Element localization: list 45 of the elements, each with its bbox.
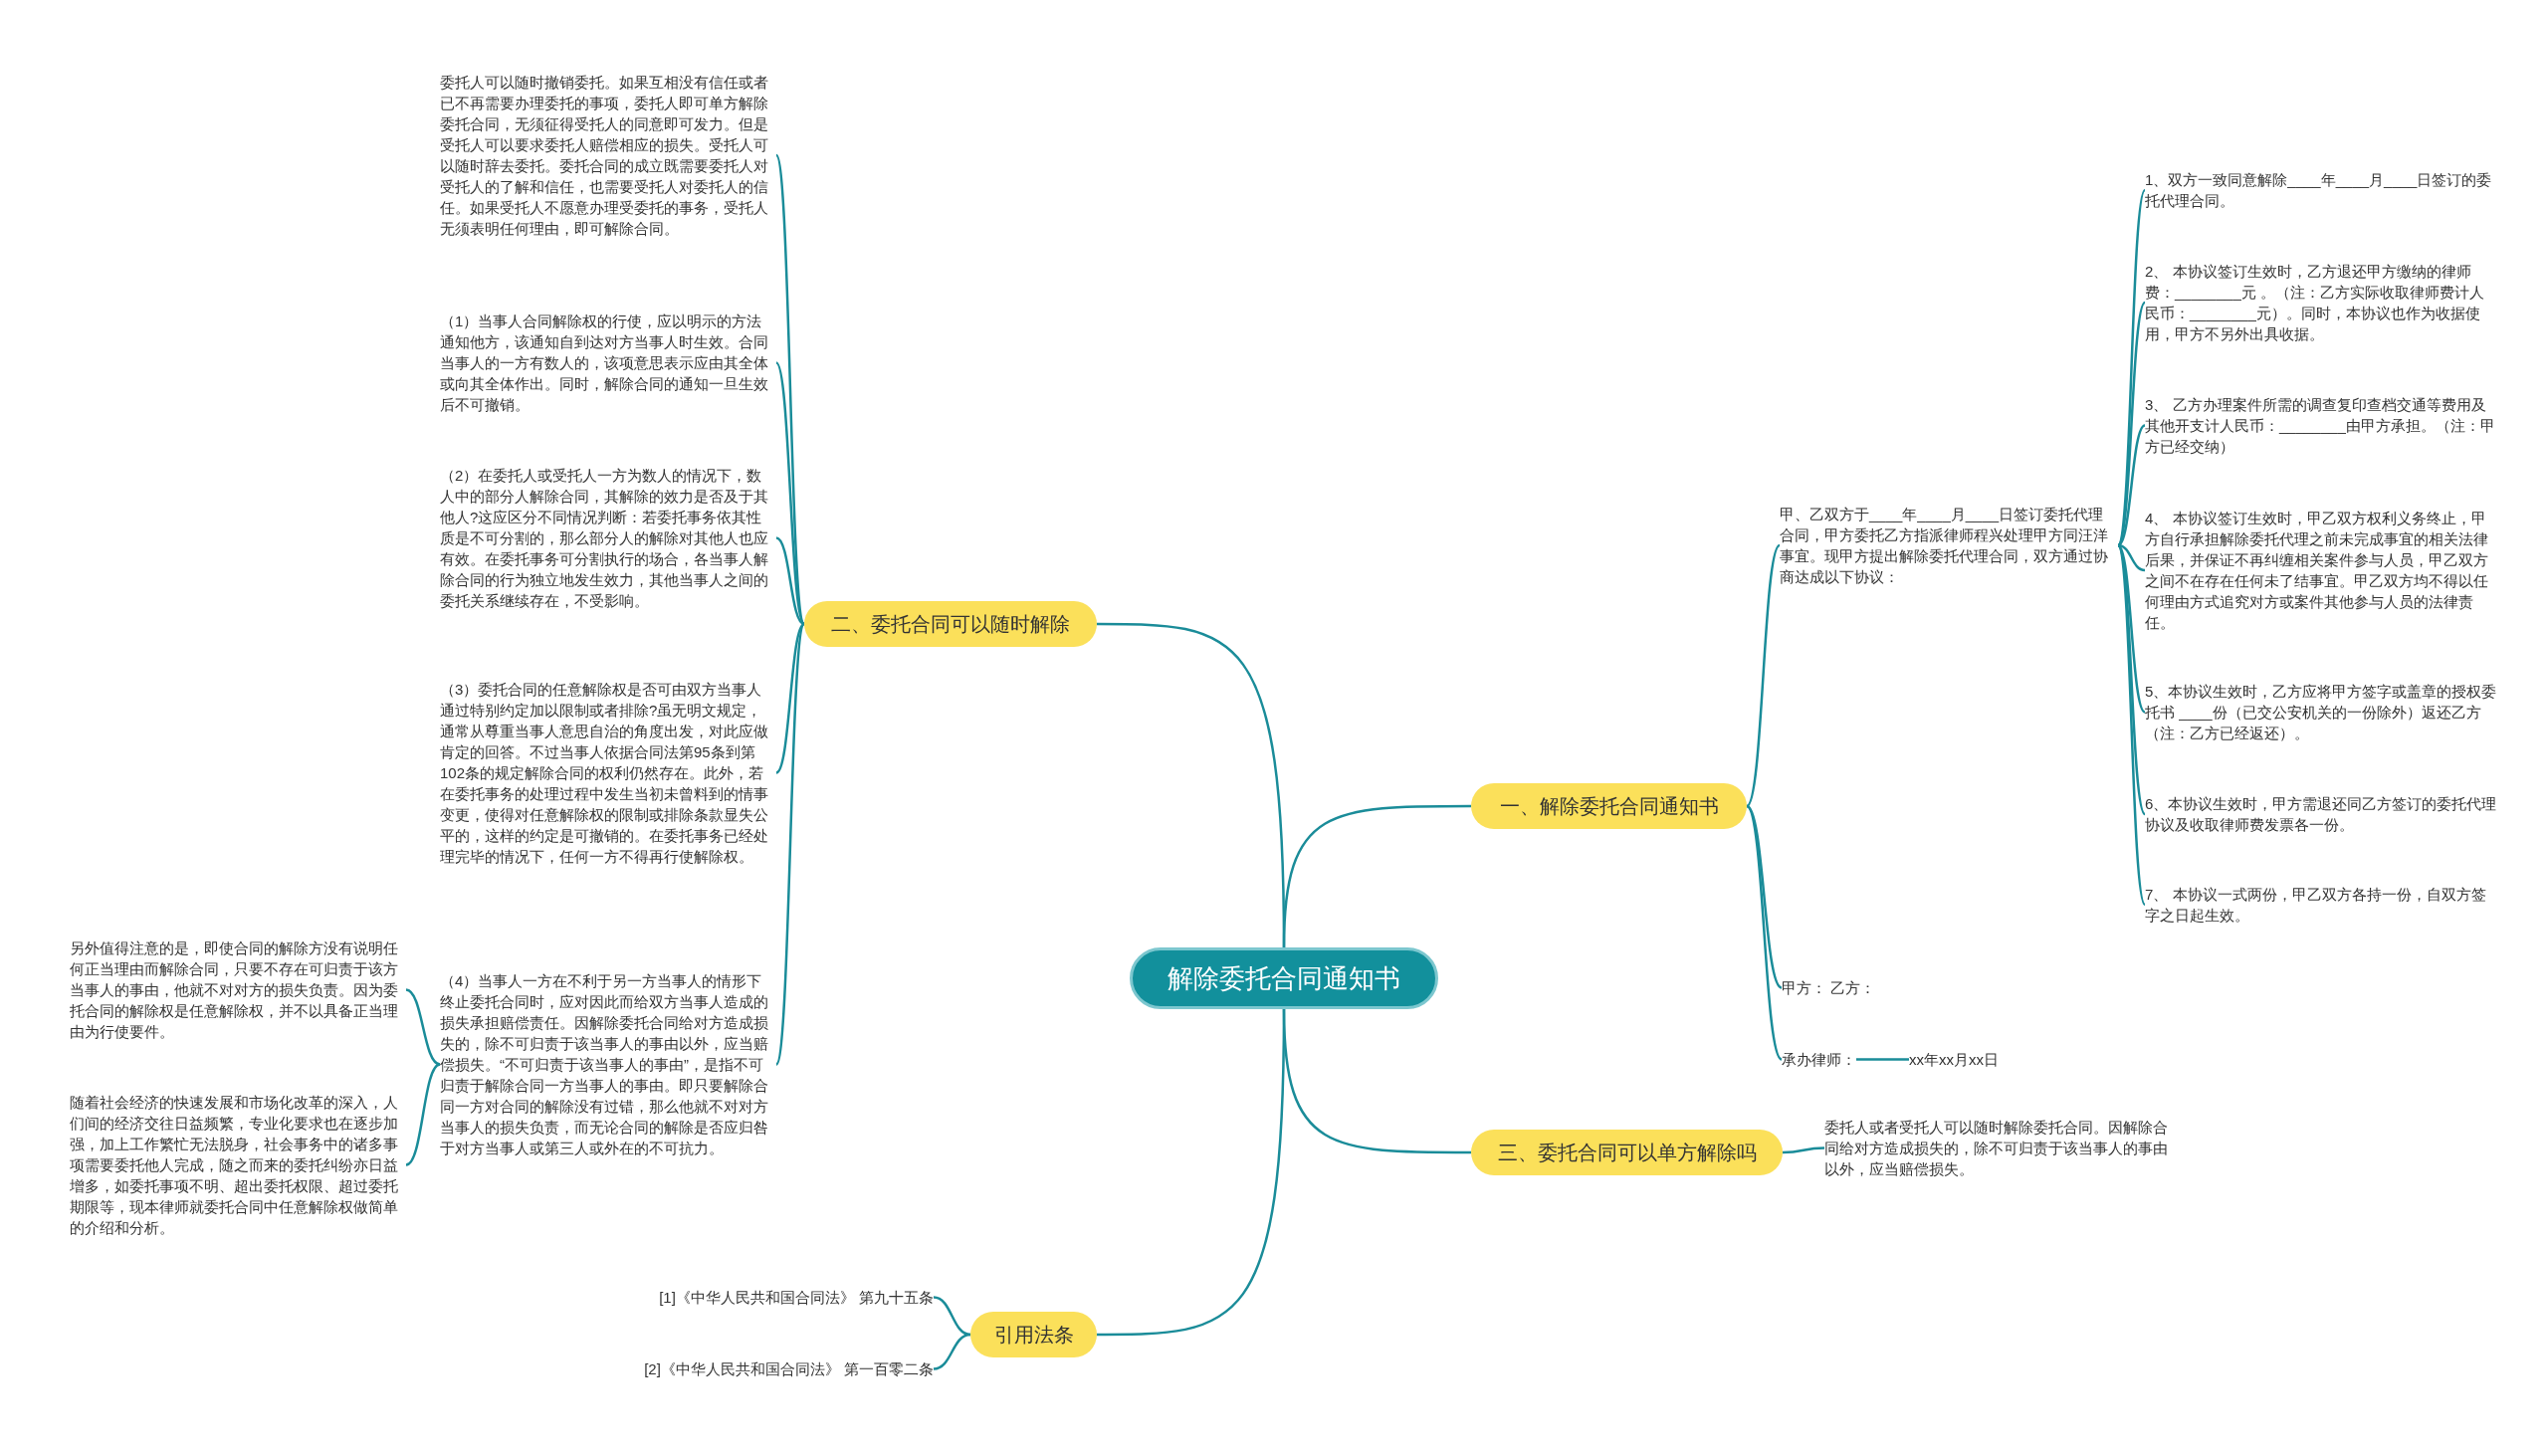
note-text: （1）当事人合同解除权的行使，应以明示的方法通知他方，该通知自到达对方当事人时生效。合同当事人的一方有数人的，该项意思表示应由其全体或向其全体作出。同时，解除合同的通知一旦生效后不可撤销。 xyxy=(440,311,776,415)
connector-line xyxy=(774,623,806,1065)
note-text: 1、双方一致同意解除____年____月____日签订的委托代理合同。 xyxy=(2145,169,2498,211)
note-text: 甲、乙双方于____年____月____日签订委托代理合同，甲方委托乙方指派律师程兴处理甲方同汪洋事宜。现甲方提出解除委托代理合同，双方通过协商达成以下协议： xyxy=(1780,504,2118,587)
connector-line xyxy=(1097,622,1286,947)
note-text: xx年xx月xx日 xyxy=(1909,1049,1999,1070)
note-text: 6、本协议生效时，甲方需退还同乙方签订的委托代理协议及收取律师费发票各一份。 xyxy=(2145,793,2498,835)
note-text: 2、 本协议签订生效时，乙方退还甲方缴纳的律师费：________元 。（注：乙方实际收取律师费计人民币：________元）。同时，本协议也作为收据使用，甲方不另外出具收据。 xyxy=(2145,261,2498,344)
note-text: [1]《中华人民共和国合同法》 第九十五条 xyxy=(597,1287,934,1308)
branch-topic: 三、委托合同可以单方解除吗 xyxy=(1471,1130,1783,1175)
note-text: 7、 本协议一式两份，甲乙双方各持一份，自双方签字之日起生效。 xyxy=(2145,884,2498,926)
note-text: 承办律师： xyxy=(1782,1049,1856,1070)
connector-line xyxy=(2117,544,2146,714)
connector-line xyxy=(775,623,805,774)
note-text: 甲方： 乙方： xyxy=(1782,977,1876,998)
connector-line xyxy=(933,1333,971,1370)
connector-line xyxy=(1746,544,1781,807)
connector-line xyxy=(1746,805,1783,1061)
note-text: 3、 乙方办理案件所需的调查复印查档交通等费用及其他开支计人民币：________由甲方承担。（注：甲方已经交纳） xyxy=(2145,394,2498,457)
central-topic: 解除委托合同通知书 xyxy=(1130,947,1438,1009)
note-text: 另外值得注意的是，即使合同的解除方没有说明任何正当理由而解除合同，只要不存在可归责于该方当事人的事由，他就不对对方的损失负责。因为委托合同的解除权是任意解除权，并不以具备正当理由为行使要件。 xyxy=(70,937,406,1042)
note-text: （3）委托合同的任意解除权是否可由双方当事人通过特别约定加以限制或者排除?虽无明文规定，通常从尊重当事人意思自治的角度出发，对此应做肯定的回答。不过当事人依据合同法第95条到第102条的规定解除合同的权利仍然存在。此外，若在委托事务的处理过程中发生当初未曾料到的情事变更，使得对任意解除权的限制或排除条款显失公平的，这样的约定是可撤销的。在委托事务已经处理完毕的情况下，任何一方不得再行使解除权。 xyxy=(440,679,776,867)
connector-line xyxy=(2117,424,2146,546)
connector-line xyxy=(1097,1009,1286,1337)
branch-topic: 一、解除委托合同通知书 xyxy=(1471,783,1747,829)
note-text: （2）在委托人或受托人一方为数人的情况下，数人中的部分人解除合同，其解除的效力是否及于其他人?这应区分不同情况判断：若委托事务依其性质是不可分割的，那么部分人的解除对其他人也应有效。在委托事务可分割执行的场合，各当事人解除合同的行为独立地发生效力，其他当事人之间的委托关系继续存在，不受影响。 xyxy=(440,465,776,611)
connector-line xyxy=(405,1063,441,1166)
note-text: （4）当事人一方在不利于另一方当事人的情形下终止委托合同时，应对因此而给双方当事人造成的损失承担赔偿责任。因解除委托合同给对方造成损失的，除不可归责于该当事人的事由以外，应当赔偿损失。“不可归责于该当事人的事由”，是指不可归责于解除合同一方当事人的事由。即只要解除合同一方对合同的解除没有过错，那么他就不对对方当事人的损失负责，而无论合同的解除是否应归咎于对方当事人或第三人或外在的不可抗力。 xyxy=(440,970,776,1158)
note-text: 委托人或者受托人可以随时解除委托合同。因解除合同给对方造成损失的，除不可归责于该当事人的事由以外，应当赔偿损失。 xyxy=(1824,1117,2168,1179)
note-text: 委托人可以随时撤销委托。如果互相没有信任或者已不再需要办理委托的事项，委托人即可单方解除委托合同，无须征得受托人的同意即可发力。但是受托人可以要求委托人赔偿相应的损失。受托人可以随时辞去委托。委托合同的成立既需要委托人对受托人的了解和信任，也需要受托人对委托人的信任。如果受托人不愿意办理受委托的事务，受托人无须表明任何理由，即可解除合同。 xyxy=(440,72,776,239)
connector-line xyxy=(2116,544,2147,906)
note-text: [2]《中华人民共和国合同法》 第一百零二条 xyxy=(597,1358,934,1379)
note-text: 5、本协议生效时，乙方应将甲方签字或盖章的授权委托书 ____份（已交公安机关的一份除外）返还乙方（注：乙方已经返还）。 xyxy=(2145,681,2498,743)
branch-topic: 二、委托合同可以随时解除 xyxy=(804,601,1097,647)
connector-line xyxy=(933,1296,971,1337)
connector-line xyxy=(405,988,441,1066)
note-text: 随着社会经济的快速发展和市场化改革的深入，人们间的经济交往日益频繁，专业化要求也在逐步加强，加上工作繁忙无法脱身，社会事务中的诸多事项需要委托他人完成，随之而来的委托纠纷亦日益增多，如委托事项不明、超出委托权限、超过委托期限等，现本律师就委托合同中任意解除权做简单的介绍和分析。 xyxy=(70,1092,406,1238)
connector-line xyxy=(1856,1058,1909,1061)
connector-line xyxy=(2117,543,2146,572)
connector-line xyxy=(1782,1146,1825,1154)
connector-line xyxy=(775,536,805,626)
connector-line xyxy=(774,361,806,625)
branch-topic: 引用法条 xyxy=(970,1312,1097,1357)
note-text: 4、 本协议签订生效时，甲乙双方权利义务终止，甲方自行承担解除委托代理之前未完成事宜的相关法律后果，并保证不再纠缠相关案件参与人员，甲乙双方之间不在存在任何未了结事宜。甲乙双方均不得以任何理由方式追究对方或案件其他参与人员的法律责任。 xyxy=(2145,508,2498,633)
connector-line xyxy=(2116,302,2147,546)
